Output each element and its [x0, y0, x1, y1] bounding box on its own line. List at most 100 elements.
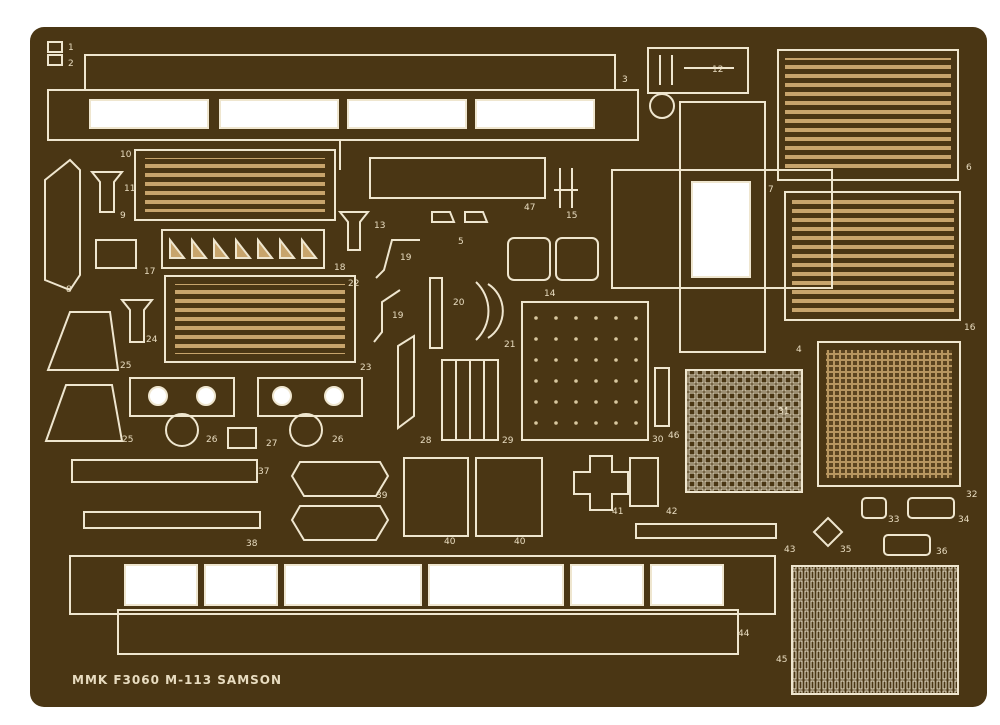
part-16-slatted-panel	[784, 191, 961, 321]
part-number-label: 10	[120, 150, 132, 160]
part-27-block	[227, 427, 257, 449]
floor-plate-rivet	[634, 379, 638, 383]
part-number-label: 33	[888, 515, 899, 525]
part-number-label: 12	[712, 65, 723, 75]
part-29-grille	[441, 359, 499, 441]
part-number-label: 19	[400, 253, 412, 263]
part-26-right	[257, 377, 363, 447]
part-18-gussets	[161, 229, 325, 269]
part-20-arc	[475, 281, 504, 341]
floor-plate-rivet	[594, 379, 598, 383]
part-number-label: 24	[146, 335, 158, 345]
floor-plate-rivet	[574, 316, 578, 320]
part-number-label: 43	[784, 545, 795, 555]
part-28-strip	[429, 277, 443, 349]
part-15-tool	[554, 168, 578, 208]
floor-plate-rivet	[574, 337, 578, 341]
fret-credit: MMK F3060 M-113 SAMSON	[72, 673, 282, 687]
part-5-tabs	[431, 211, 489, 223]
part-25-plate-b	[44, 384, 124, 442]
floor-plate-rivet	[614, 379, 618, 383]
floor-plate-rivet	[554, 421, 558, 425]
part-26-left	[129, 377, 235, 447]
part-number-label: 39	[376, 491, 388, 501]
part-number-label: 17	[144, 267, 155, 277]
floor-plate-rivet	[534, 316, 538, 320]
floor-plate-rivet	[614, 358, 618, 362]
floor-plate-rivet	[574, 379, 578, 383]
part-37-rail	[71, 459, 258, 483]
floor-plate-rivet	[594, 400, 598, 404]
part-number-label: 7	[768, 185, 774, 195]
floor-plate-rivet	[634, 337, 638, 341]
part-30-strip	[654, 367, 670, 427]
part-number-label: 23	[360, 363, 371, 373]
part-number-label: 18	[334, 263, 346, 273]
floor-plate-rivet	[534, 358, 538, 362]
part-number-label: 13	[374, 221, 385, 231]
part-34	[907, 497, 955, 519]
floor-plate-rivet	[534, 400, 538, 404]
part-14-seats	[507, 237, 599, 281]
part-number-label: 25	[122, 435, 133, 445]
part-number-label: 6	[966, 163, 972, 173]
part-8-bracket	[44, 158, 81, 292]
part-19-rod	[375, 239, 420, 279]
part-17-block	[95, 239, 137, 269]
part-number-label: 30	[652, 435, 664, 445]
part-number-label: 11	[124, 184, 135, 194]
floor-plate-rivet	[594, 358, 598, 362]
floor-plate-rivet	[534, 421, 538, 425]
part-38-rail	[83, 511, 261, 529]
part-19-rod-b	[373, 289, 401, 343]
part-40-right	[475, 457, 543, 537]
part-number-label: 20	[453, 298, 465, 308]
floor-plate-rivet	[574, 358, 578, 362]
floor-plate-rivet	[634, 400, 638, 404]
part-number-label: 26	[206, 435, 218, 445]
floor-plate-rivet	[554, 316, 558, 320]
part-number-label: 26	[332, 435, 344, 445]
part-36	[883, 534, 931, 556]
part-25-plate	[46, 311, 120, 371]
part-number-label: 41	[612, 507, 623, 517]
floor-plate-rivet	[614, 337, 618, 341]
part-22-slat-panel	[164, 275, 356, 363]
part-41-cross	[573, 455, 629, 511]
part-32-fine-mesh	[817, 341, 961, 487]
part-7-box-net	[611, 101, 833, 353]
part-number-label: 45	[776, 655, 787, 665]
floor-plate-rivet	[554, 400, 558, 404]
part-40-left	[403, 457, 469, 537]
part-number-label: 4	[796, 345, 802, 355]
part-10-rail-panel	[134, 149, 336, 221]
part-number-label: 40	[444, 537, 456, 547]
floor-plate-rivet	[554, 379, 558, 383]
part-number-label: 32	[966, 490, 977, 500]
part-number-label: 36	[936, 547, 948, 557]
part-12-bracket	[647, 47, 749, 119]
part-number-label: 31	[778, 407, 789, 417]
floor-plate-rivet	[594, 316, 598, 320]
floor-plate-rivet	[614, 316, 618, 320]
part-number-label: 37	[258, 467, 269, 477]
part-number-label: 5	[458, 237, 464, 247]
floor-plate-rivet	[534, 379, 538, 383]
part-number-label: 9	[120, 211, 126, 221]
part-21-floor-plate	[521, 301, 649, 441]
part-42-frame	[629, 457, 659, 507]
part-number-label: 38	[246, 539, 258, 549]
part-number-label: 29	[502, 436, 514, 446]
floor-plate-rivet	[614, 400, 618, 404]
floor-plate-rivet	[634, 316, 638, 320]
part-number-label: 19	[392, 311, 404, 321]
part-number-label: 16	[964, 323, 976, 333]
part-number-label: 34	[958, 515, 970, 525]
part-6-slatted-panel	[777, 49, 959, 181]
part-number-label: 35	[840, 545, 851, 555]
part-number-label: 40	[514, 537, 526, 547]
part-9-clip	[89, 171, 125, 213]
part-number-label: 47	[524, 203, 535, 213]
part-39-shell	[290, 461, 390, 497]
